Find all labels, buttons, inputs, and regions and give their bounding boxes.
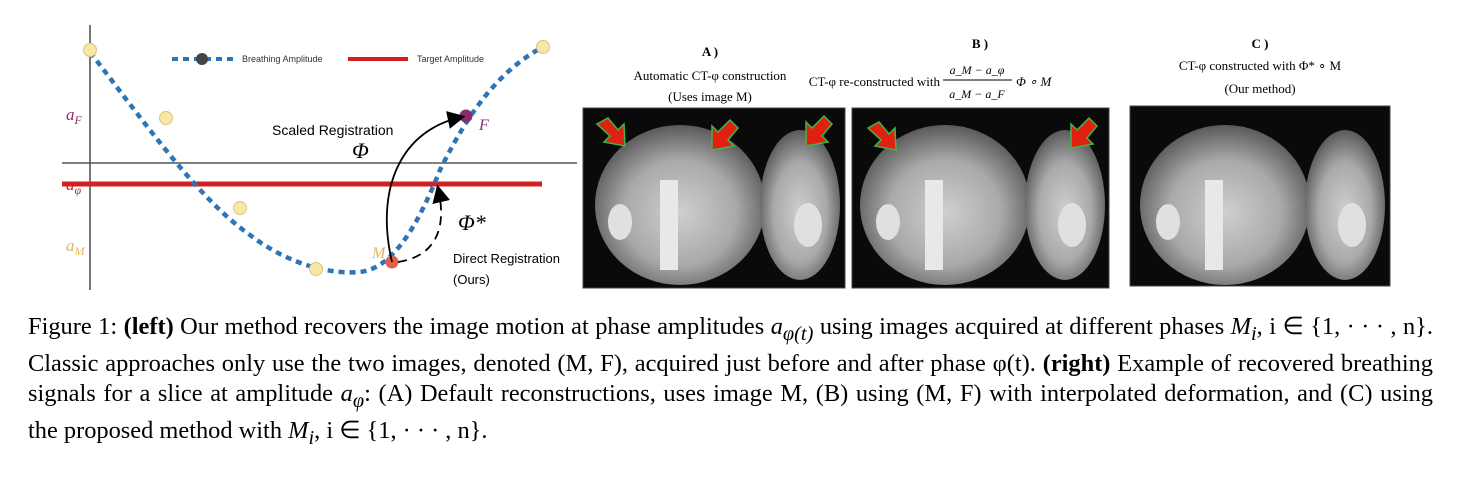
phi-star-label: Φ* [458, 210, 486, 235]
red-arrow-icon [1070, 116, 1099, 149]
scaled-registration-label: Scaled Registration [272, 122, 393, 138]
caption-math-Mi: Mi [1230, 313, 1257, 345]
figure-1: Breathing Amplitude Target Amplitude aF … [62, 25, 1391, 290]
panel-C-line1: CT-φ constructed with Φ* ∘ M [1179, 58, 1342, 73]
ct-kidney-B [876, 204, 900, 240]
amplitude-markers [83, 40, 550, 276]
panel-C: C ) CT-φ constructed with Φ* ∘ M (Our me… [1129, 36, 1391, 287]
caption-text-5: : (A) Default reconstructions, uses imag… [28, 379, 1433, 444]
label-aphi: aφ [66, 175, 82, 197]
ct-body-B-side [1025, 130, 1105, 280]
marker-point [309, 262, 323, 276]
direct-registration-label: Direct Registration [453, 251, 560, 266]
direct-registration-arrow [397, 184, 451, 263]
ours-label: (Ours) [453, 272, 490, 287]
ct-kidney-C-side [1338, 203, 1366, 247]
ct-spine-C [1205, 180, 1223, 270]
legend-target-label: Target Amplitude [417, 54, 484, 64]
panel-A-line2: (Uses image M) [668, 89, 752, 104]
caption-text-2: using images acquired at different phase… [813, 313, 1231, 340]
caption-right-bold: (right) [1042, 349, 1111, 377]
breathing-curve [88, 45, 545, 275]
caption-math-a-phi: aφ [340, 379, 365, 412]
point-F-marker [459, 109, 473, 123]
panel-A: A ) Automatic CT-φ construction (Uses im… [582, 44, 846, 289]
panel-B: B ) CT-φ re-constructed with a_M − a_φ a… [809, 36, 1110, 289]
legend: Breathing Amplitude Target Amplitude [172, 53, 484, 65]
caption-fig-label: Figure 1: [28, 313, 118, 340]
ct-spine-A [660, 180, 678, 270]
marker-point [159, 111, 173, 125]
panel-B-numerator: a_M − a_φ [950, 63, 1005, 77]
ct-body-B [860, 125, 1030, 285]
panel-A-line1: Automatic CT-φ construction [634, 68, 787, 83]
caption-text-1: Our method recovers the image motion at … [173, 313, 771, 340]
panel-B-letter: B ) [972, 36, 988, 51]
label-aF: aF [66, 105, 83, 127]
ct-body-A [595, 125, 765, 285]
ct-body-C [1140, 125, 1310, 285]
legend-breathing-dot [196, 53, 208, 65]
ct-body-C-side [1305, 130, 1385, 280]
panel-C-line2: (Our method) [1224, 81, 1295, 96]
ct-kidney-C [1156, 204, 1180, 240]
red-arrow-icon [711, 118, 740, 151]
caption-text-4: Example of recovered breathing signals f… [28, 349, 1433, 407]
ct-kidney-B-side [1058, 203, 1086, 247]
caption-math-Mi-2: Mi [288, 416, 315, 449]
panel-B-denominator: a_M − a_F [949, 87, 1005, 101]
panel-B-suffix: Φ ∘ M [1016, 74, 1053, 89]
panel-B-prefix: CT-φ re-constructed with [809, 74, 941, 89]
caption-math-a-phi-t: aφ(t) [770, 313, 814, 345]
panel-A-letter: A ) [702, 44, 718, 59]
ct-body-A-side [760, 130, 840, 280]
point-F-label: F [478, 117, 489, 134]
panel-C-letter: C ) [1252, 36, 1269, 51]
red-arrow-icon [866, 121, 897, 151]
legend-breathing-label: Breathing Amplitude [242, 54, 323, 64]
scaled-registration-arrow [385, 111, 466, 263]
marker-point [536, 40, 550, 54]
red-arrow-icon [595, 117, 626, 147]
marker-point [233, 201, 247, 215]
ct-kidney-A [608, 204, 632, 240]
breathing-plot: Breathing Amplitude Target Amplitude aF … [62, 25, 577, 290]
ct-kidney-A-side [794, 203, 822, 247]
caption-text-6: , i ∈ {1, · · · , n}. [314, 416, 488, 444]
figure-caption: Figure 1: (left) Our method recovers the… [28, 312, 1433, 453]
caption-text-3: , i ∈ {1, · · · , n}. Classic approaches… [28, 313, 1433, 377]
ct-spine-B [925, 180, 943, 270]
red-arrow-icon [805, 114, 834, 147]
label-aM: aM [66, 236, 86, 258]
phi-label: Φ [352, 138, 369, 163]
point-M-label: M [371, 245, 387, 262]
marker-point [83, 43, 97, 57]
caption-left-bold: (left) [123, 313, 174, 340]
